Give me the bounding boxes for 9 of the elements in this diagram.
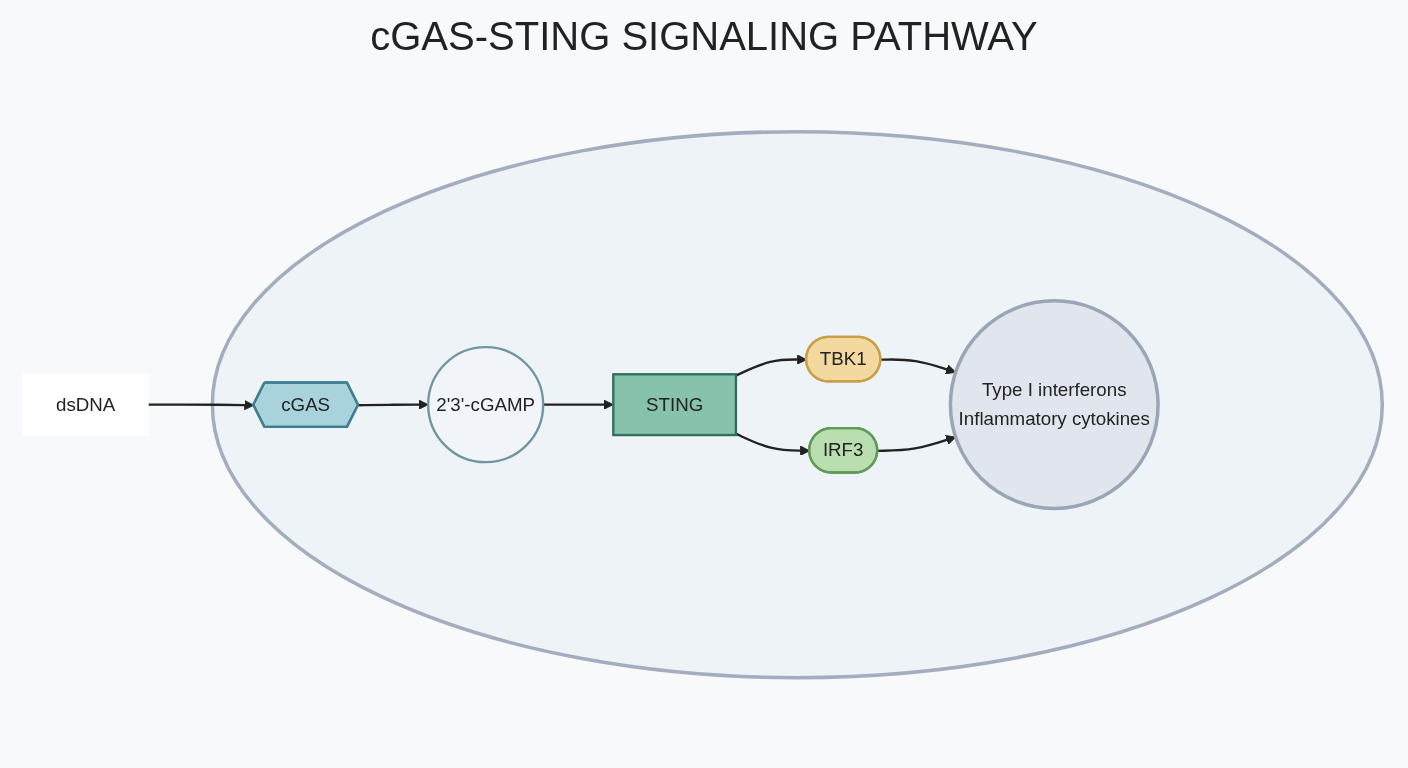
arrow: [543, 399, 614, 411]
node-circle: 2'3'-cGAMP: [427, 346, 545, 464]
diagram-title: cGAS-STING SIGNALING PATHWAY: [369, 14, 1039, 59]
cluster: [210, 130, 1385, 680]
node-box: dsDNA: [22, 374, 149, 436]
node-circle: Type I interferons Inflammatory cytokines: [948, 299, 1160, 511]
arrow: [358, 399, 429, 411]
arrow: [148, 400, 255, 411]
node-box: STING: [612, 373, 738, 437]
